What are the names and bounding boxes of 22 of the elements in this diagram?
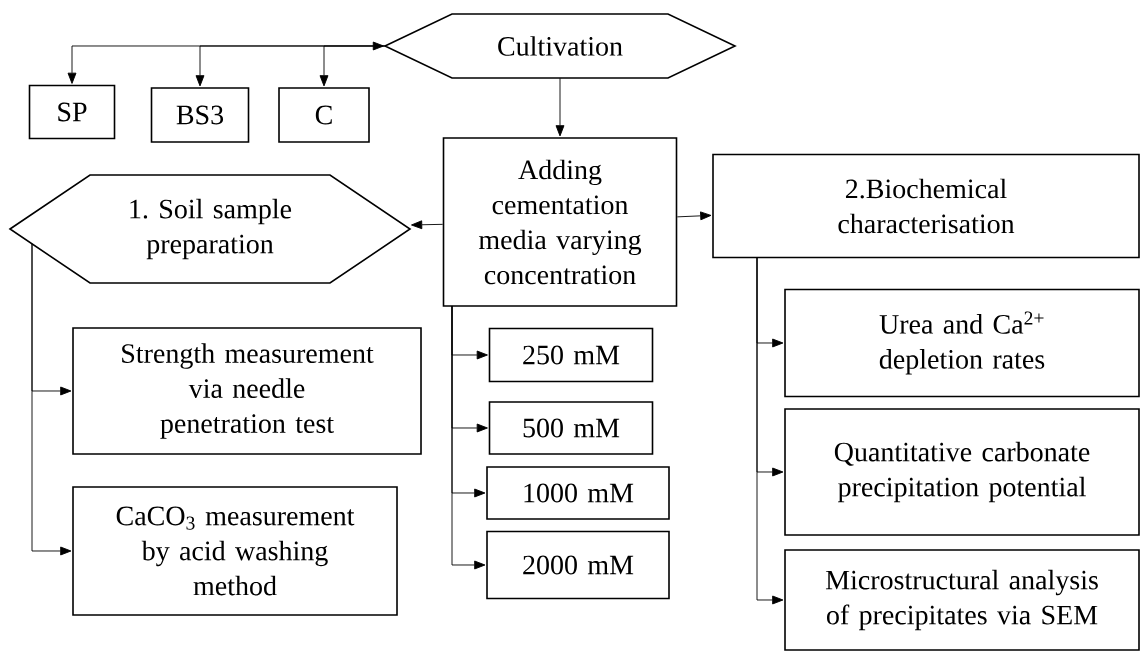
process-box: CaCO$_{3}$ measurement by acid washing method: [72, 486, 398, 616]
arrow: [676, 211, 712, 221]
process-box: 2000 mM: [486, 530, 670, 600]
arrow: [411, 220, 444, 230]
process-box: SP: [28, 84, 116, 140]
arrow: [31, 243, 72, 556]
process-box: 2.Biochemical characterisation: [712, 153, 1140, 259]
process-box: Microstructural analysis of precipitates via SEM: [784, 549, 1140, 651]
arrow: [555, 77, 565, 137]
process-box: Urea and Ca$^{2+}$ depletion rates: [784, 288, 1140, 398]
arrow: [756, 257, 784, 605]
process-box: 500 mM: [488, 401, 654, 455]
process-box: Adding cementation media varying concentration: [442, 137, 678, 307]
process-box: BS3: [150, 87, 250, 143]
process-box: C: [278, 87, 370, 143]
arrow: [451, 305, 486, 570]
process-box: 250 mM: [488, 327, 654, 383]
process-box: Strength measurement via needle penetration test: [72, 327, 422, 455]
process-box: 1000 mM: [486, 466, 670, 520]
process-box: Quantitative carbonate precipitation potential: [784, 408, 1140, 536]
arrow: [67, 41, 384, 84]
arrow: [319, 45, 386, 87]
